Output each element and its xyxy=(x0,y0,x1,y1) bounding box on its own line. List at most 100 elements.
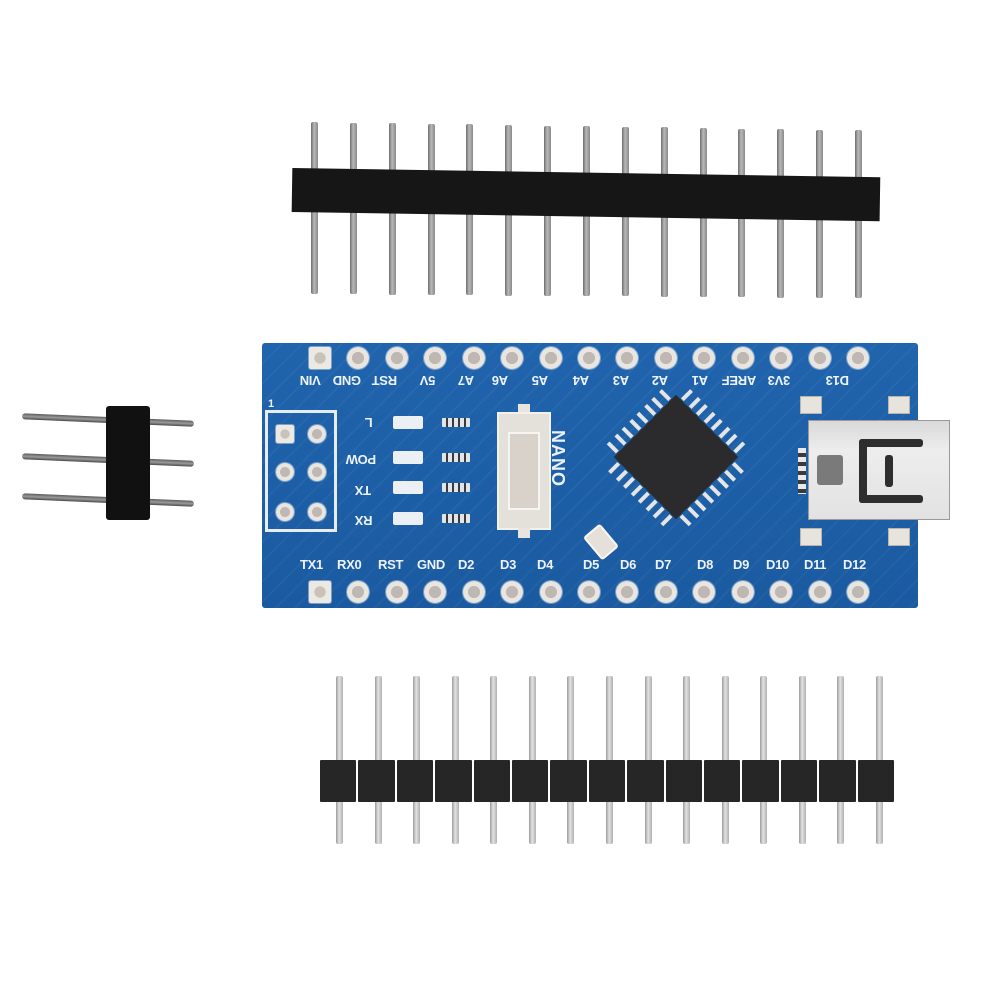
top-row-pad xyxy=(501,347,524,369)
top-row-pad xyxy=(539,347,562,369)
top-pin-header-strip xyxy=(0,0,1000,320)
header-segment xyxy=(742,760,779,802)
header-segment xyxy=(435,760,472,802)
top-pin-label: 3V3 xyxy=(768,373,791,388)
led-rx xyxy=(393,512,423,525)
top-row-pad xyxy=(731,347,754,369)
top-row-pad xyxy=(578,347,600,369)
resistor xyxy=(442,453,470,462)
header-segment xyxy=(396,760,434,802)
three-pin-header-block xyxy=(106,406,150,520)
bottom-pin-label: D8 xyxy=(697,557,714,572)
reset-button[interactable] xyxy=(497,412,551,530)
chip-pin xyxy=(680,389,693,402)
chip-pin xyxy=(703,411,716,424)
chip-pin xyxy=(660,513,673,526)
led-label-pow: POW xyxy=(346,452,377,467)
bottom-row-pad xyxy=(424,581,447,603)
chip-pin xyxy=(645,499,658,512)
bottom-pin-label: RX0 xyxy=(337,557,362,572)
top-row-pad xyxy=(654,347,677,369)
bottom-pin-label: D12 xyxy=(843,557,866,572)
top-row-pad xyxy=(808,347,831,369)
bottom-pin-label: D3 xyxy=(500,557,517,572)
header-segment xyxy=(550,760,587,802)
reset-button-tab xyxy=(518,404,530,414)
header-segment xyxy=(473,760,511,802)
bottom-pin-label: D11 xyxy=(804,557,827,572)
bottom-pin-label: TX1 xyxy=(300,557,323,572)
bottom-row-pad xyxy=(731,581,754,603)
bottom-pin-label: RST xyxy=(378,557,404,572)
bottom-pin-label: D6 xyxy=(620,557,637,572)
led-tx xyxy=(393,481,423,494)
top-pin-label: AREF xyxy=(722,373,757,388)
chip-pin xyxy=(732,441,745,454)
icsp-pad xyxy=(308,503,326,521)
icsp-pad xyxy=(308,463,326,481)
reset-button-cap[interactable] xyxy=(508,432,540,510)
chip-pin xyxy=(687,506,700,519)
led-label-l: L xyxy=(365,415,373,430)
bottom-row-pad xyxy=(309,581,331,603)
chip-pin xyxy=(659,389,672,402)
chip-pin xyxy=(718,426,731,439)
header-segment xyxy=(704,760,741,802)
top-pin-label: 5V xyxy=(420,373,436,388)
bottom-pin-label: D2 xyxy=(458,557,475,572)
icsp-header xyxy=(265,410,337,532)
icsp-pad xyxy=(308,425,326,443)
bottom-row-pad xyxy=(539,581,562,603)
usb-opening xyxy=(817,455,843,485)
header-segment xyxy=(857,760,895,802)
bottom-row-pad xyxy=(693,581,716,603)
header-segment xyxy=(627,760,664,802)
top-pin-label: A1 xyxy=(692,373,709,388)
usb-slot xyxy=(859,495,923,503)
usb-mount-tab xyxy=(800,396,822,414)
chip-pin xyxy=(725,433,738,446)
header-segment xyxy=(358,760,395,802)
led-label-rx: RX xyxy=(355,513,373,528)
bottom-row-pad xyxy=(385,581,408,603)
header-segment xyxy=(588,760,626,802)
chip-pin xyxy=(717,476,730,489)
icsp-pad xyxy=(276,503,294,521)
top-row-pad xyxy=(385,347,408,369)
bottom-row-pad xyxy=(347,581,370,603)
chip-pin xyxy=(629,418,642,431)
chip-pin xyxy=(724,469,737,482)
icsp-pin1-marker: 1 xyxy=(268,398,274,410)
header-segment xyxy=(512,760,549,802)
bottom-row-pad xyxy=(847,581,869,603)
bottom-row-pad xyxy=(578,581,600,603)
chip-pin xyxy=(608,461,621,474)
led-pow xyxy=(393,451,423,464)
icsp-pad xyxy=(276,463,294,481)
header-segment xyxy=(665,760,703,802)
bottom-pin-label: D4 xyxy=(537,557,554,572)
chip-pin xyxy=(630,484,643,497)
chip-pin xyxy=(652,506,665,519)
bottom-row-pad xyxy=(462,581,485,603)
bottom-pin-label: D7 xyxy=(655,557,672,572)
chip-pin xyxy=(710,418,723,431)
top-pin-label: A3 xyxy=(613,373,630,388)
usb-slot xyxy=(859,439,867,503)
chip-pin xyxy=(622,476,635,489)
top-pin-label: GND xyxy=(333,373,361,388)
chip-pin xyxy=(615,469,628,482)
reset-button-tab xyxy=(518,528,530,538)
mini-usb-connector[interactable] xyxy=(808,420,950,520)
bottom-pin-label: D10 xyxy=(766,557,789,572)
header-segment xyxy=(780,760,818,802)
top-row-pad xyxy=(424,347,447,369)
icsp-pad xyxy=(276,425,294,443)
top-pin-label: A2 xyxy=(652,373,669,388)
top-pin-label: VIN xyxy=(300,373,321,388)
chip-pin xyxy=(679,513,692,526)
header-segment xyxy=(320,760,357,802)
chip-pin xyxy=(694,499,707,512)
bottom-row-pad xyxy=(501,581,524,603)
chip-pin xyxy=(731,461,744,474)
